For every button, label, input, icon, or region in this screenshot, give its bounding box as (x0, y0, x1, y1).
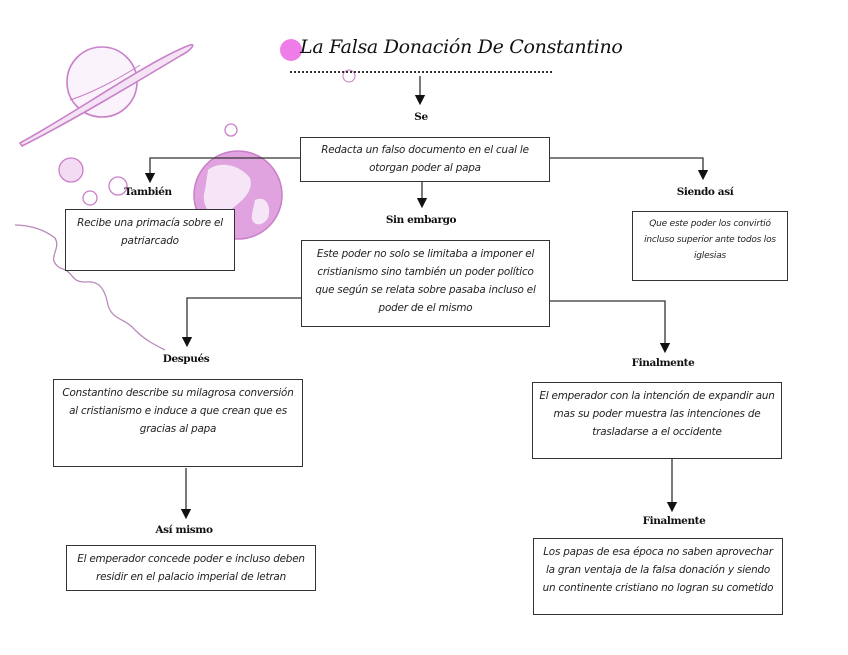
connector-label-se: Se (414, 111, 428, 123)
node-finalmente-1: El emperador con la intención de expandi… (532, 382, 782, 459)
coastline-squiggle-icon (14, 224, 166, 351)
small-ring-icon (342, 69, 356, 83)
node-root: Redacta un falso documento en el cual le… (300, 137, 550, 182)
connector-label-despues: Después (162, 353, 210, 365)
node-finalmente-2: Los papas de esa época no saben aprovech… (533, 538, 783, 615)
diagram-title: La Falsa Donación De Constantino (300, 36, 623, 58)
edge-root-tambien (144, 157, 300, 184)
saturn-planet-icon (18, 43, 194, 148)
title-underline (290, 71, 552, 73)
connector-label-sin-embargo: Sin embargo (385, 214, 457, 226)
node-siendo-asi: Que este poder los convirtió incluso sup… (632, 211, 788, 281)
connector-label-siendo-asi: Siendo así (676, 186, 734, 198)
connector-label-asi-mismo: Así mismo (155, 524, 213, 536)
title-blob-icon (280, 39, 302, 61)
node-tambien: Recibe una primacía sobre el patriarcado (65, 209, 235, 271)
connector-label-finalmente-1: Finalmente (631, 357, 695, 369)
node-asi-mismo: El emperador concede poder e incluso deb… (66, 545, 316, 591)
connector-label-finalmente-2: Finalmente (642, 515, 706, 527)
connector-label-tambien: También (124, 186, 172, 198)
asteroid-icon (58, 123, 238, 206)
edge-root-siendo (550, 157, 709, 181)
node-despues: Constantino describe su milagrosa conver… (53, 379, 303, 467)
edge-sinembargo-despues (181, 297, 302, 348)
edge-sinembargo-finalmente1 (550, 300, 671, 354)
node-sin-embargo: Este poder no solo se limitaba a imponer… (301, 240, 550, 327)
